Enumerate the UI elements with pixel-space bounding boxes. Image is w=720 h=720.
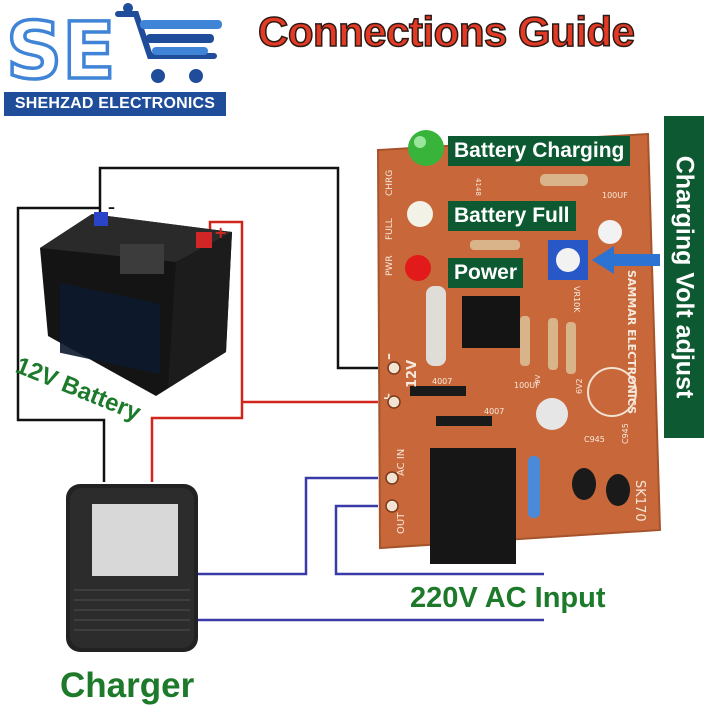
charger-adapter xyxy=(66,484,198,652)
terminal-pads xyxy=(385,361,401,513)
charging-volt-adjust-label: Charging Volt adjust xyxy=(664,116,704,438)
pcb-ac-in: AC IN xyxy=(396,449,407,476)
capacitor xyxy=(536,398,568,430)
brand-seal xyxy=(587,367,637,417)
pcb-tr1: C945 xyxy=(584,435,605,444)
pcb-pwr: PWR xyxy=(385,255,395,276)
pcb-res: 4148 xyxy=(474,178,482,196)
neg-sign: – xyxy=(108,200,115,216)
pcb-zener: 6V2 xyxy=(575,378,584,394)
pcb-brand: SAMMAR ELECTRONICS xyxy=(625,270,638,414)
page-title: Connections Guide xyxy=(257,7,636,56)
pcb-cap2: 100UF xyxy=(514,381,540,390)
pcb-diode2: 4007 xyxy=(484,407,504,416)
positive-terminal: + xyxy=(196,223,227,248)
charger-label: Charger xyxy=(60,666,195,705)
car-battery: – + xyxy=(40,200,232,396)
ic-chip xyxy=(462,296,520,348)
pcb-chrg: CHRG xyxy=(385,170,395,196)
pcb-minus: – xyxy=(381,353,397,360)
pcb-cap1: 100UF xyxy=(602,191,628,200)
logo-graphic: SE xyxy=(4,3,222,92)
power-label: Power xyxy=(448,258,524,288)
blue-wires xyxy=(196,476,544,622)
pcb-diode1: 4007 xyxy=(432,377,452,386)
negative-terminal: – xyxy=(94,200,115,226)
white-led xyxy=(407,201,433,227)
battery-full-label: Battery Full xyxy=(448,201,576,231)
red-wires xyxy=(150,220,378,482)
pos-sign: + xyxy=(214,223,227,242)
arrow-icon xyxy=(592,246,660,274)
pcb-volt-small: 9V xyxy=(534,375,542,384)
volt-adjust-text: Charging Volt adjust xyxy=(670,155,699,399)
logo-brand-name: SHEHZAD ELECTRONICS xyxy=(4,92,226,116)
pcb-full: FULL xyxy=(385,218,395,240)
green-led xyxy=(408,130,444,166)
pcb-tr2: C945 xyxy=(621,423,630,444)
power-resistor xyxy=(426,286,446,366)
logo-letters: SE xyxy=(6,7,115,92)
pcb-12v: 12V xyxy=(405,360,420,388)
pcb-vr: VR10K xyxy=(572,286,581,313)
pcb-model: SK170 xyxy=(632,480,647,522)
red-led xyxy=(405,255,431,281)
black-wires xyxy=(16,166,378,482)
battery-charging-label: Battery Charging xyxy=(448,136,631,166)
pcb-out: OUT xyxy=(396,512,407,534)
pcb-board: CHRG FULL PWR 12V – + AC IN OUT SK170 SA… xyxy=(376,130,662,564)
relay xyxy=(430,448,516,564)
cart-icon xyxy=(115,3,222,83)
ac-input-label: 220V AC Input xyxy=(410,582,606,614)
